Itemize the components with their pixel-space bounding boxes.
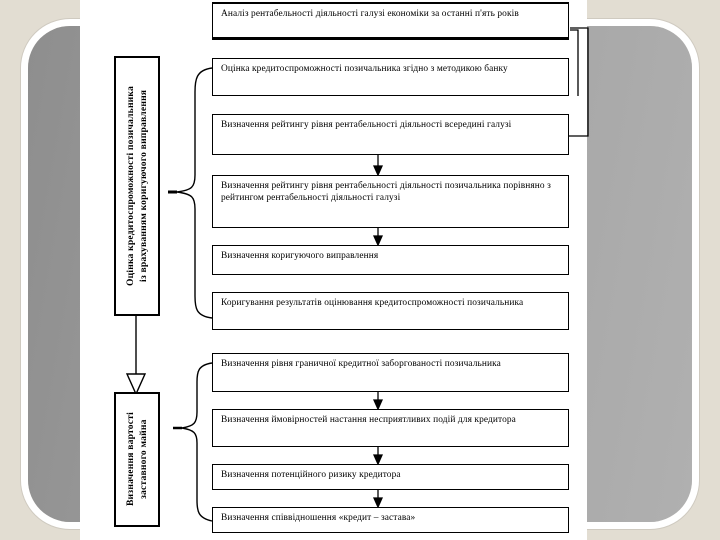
process-step-6: Коригування результатів оцінювання креди…	[212, 292, 569, 330]
process-step-3: Визначення рейтингу рівня рентабельності…	[212, 114, 569, 155]
process-step-10-text: Визначення співвідношення «кредит – заст…	[221, 513, 416, 523]
arrow-group1-to-group2	[125, 316, 147, 396]
process-step-5: Визначення коригуючого виправлення	[212, 245, 569, 275]
process-step-6-text: Коригування результатів оцінювання креди…	[221, 298, 524, 308]
process-step-9-text: Визначення потенційного ризику кредитора	[221, 470, 401, 480]
group-label-collateral-value: Визначення вартості заставного майна	[114, 392, 160, 527]
process-step-5-text: Визначення коригуючого виправлення	[221, 251, 379, 261]
process-step-8: Визначення ймовірностей настання несприя…	[212, 409, 569, 447]
process-step-10: Визначення співвідношення «кредит – заст…	[212, 507, 569, 533]
arrow-step9-to-step10	[372, 490, 384, 509]
process-step-7: Визначення рівня граничної кредитної заб…	[212, 353, 569, 392]
process-step-9: Визначення потенційного ризику кредитора	[212, 464, 569, 490]
process-step-1: Аналіз рентабельності діяльності галузі …	[212, 2, 569, 40]
process-step-8-text: Визначення ймовірностей настання несприя…	[221, 415, 516, 425]
process-step-2: Оцінка кредитоспроможності позичальника …	[212, 58, 569, 96]
arrow-step8-to-step9	[372, 447, 384, 466]
group-label-collateral-value-text: Визначення вартості заставного майна	[125, 412, 149, 507]
group-label-creditworthiness: Оцінка кредитоспроможності позичальника …	[114, 56, 160, 316]
process-step-4-text: Визначення рейтингу рівня рентабельності…	[221, 181, 551, 204]
process-step-1-text: Аналіз рентабельності діяльності галузі …	[221, 9, 519, 19]
process-step-2-text: Оцінка кредитоспроможності позичальника …	[221, 64, 508, 74]
process-step-7-text: Визначення рівня граничної кредитної заб…	[221, 359, 501, 369]
brace-group-creditworthiness	[168, 67, 213, 319]
process-step-4: Визначення рейтингу рівня рентабельності…	[212, 175, 569, 228]
arrow-step7-to-step8	[372, 392, 384, 411]
process-step-3-text: Визначення рейтингу рівня рентабельності…	[221, 120, 512, 130]
brace-group-collateral	[173, 362, 213, 522]
arrow-step3-to-step4	[372, 155, 384, 177]
arrow-step4-to-step5	[372, 228, 384, 247]
feedback-connector-inner-ticks	[570, 29, 579, 96]
group-label-creditworthiness-text: Оцінка кредитоспроможності позичальника …	[125, 85, 149, 287]
